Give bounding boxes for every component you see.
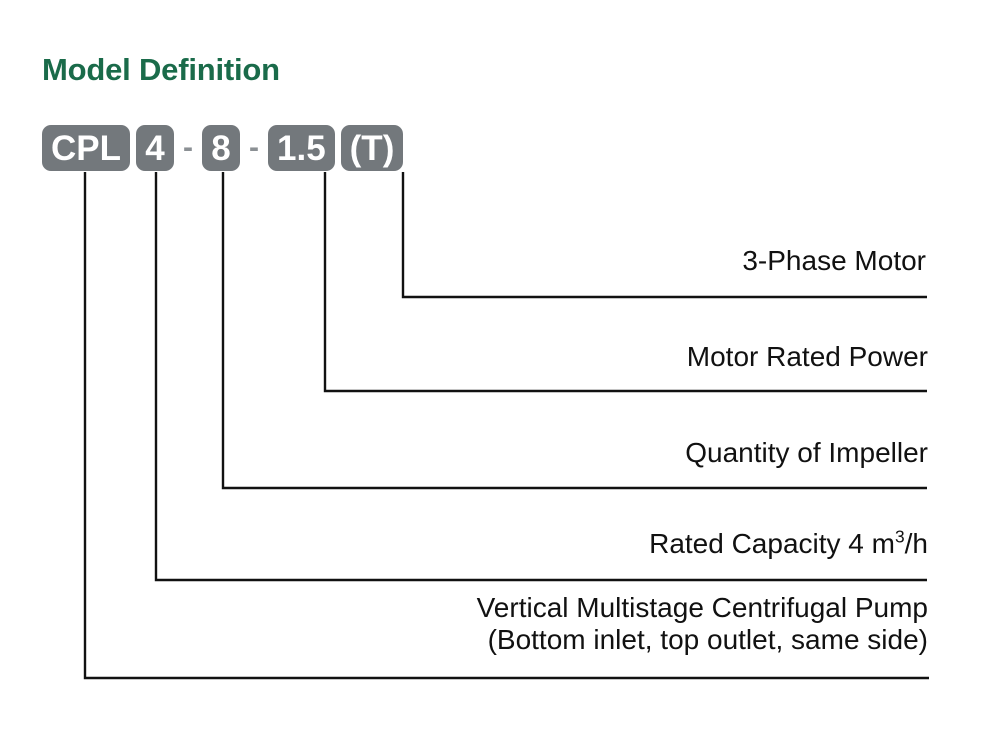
callout-label-phase: 3-Phase Motor [742, 245, 926, 276]
callout-label-pump: Vertical Multistage Centrifugal Pump (Bo… [477, 592, 928, 657]
code-box-phase: (T) [340, 125, 404, 171]
callout-label-impeller: Quantity of Impeller [685, 437, 928, 468]
capacity-text-pre: Rated Capacity 4 m [649, 528, 895, 559]
leader-line-capacity [154, 172, 927, 582]
code-dash-2: - [249, 131, 259, 164]
code-box-cpl: CPL [42, 125, 130, 171]
model-code-row: CPL 4 - 8 - 1.5 (T) [42, 124, 404, 172]
pump-label-line-1: Vertical Multistage Centrifugal Pump [476, 592, 928, 623]
code-box-power: 1.5 [268, 125, 335, 171]
code-box-capacity: 4 [136, 125, 174, 171]
callout-label-power: Motor Rated Power [686, 341, 928, 372]
callout-label-capacity: Rated Capacity 4 m3/h [649, 528, 928, 560]
capacity-text-post: /h [904, 528, 928, 559]
page-title: Model Definition [42, 52, 280, 87]
code-box-stages: 8 [202, 125, 240, 171]
pump-label-line-2: (Bottom inlet, top outlet, same side) [487, 624, 928, 656]
code-dash-1: - [183, 131, 193, 164]
leader-line-phase [401, 172, 927, 299]
capacity-superscript: 3 [894, 526, 905, 547]
